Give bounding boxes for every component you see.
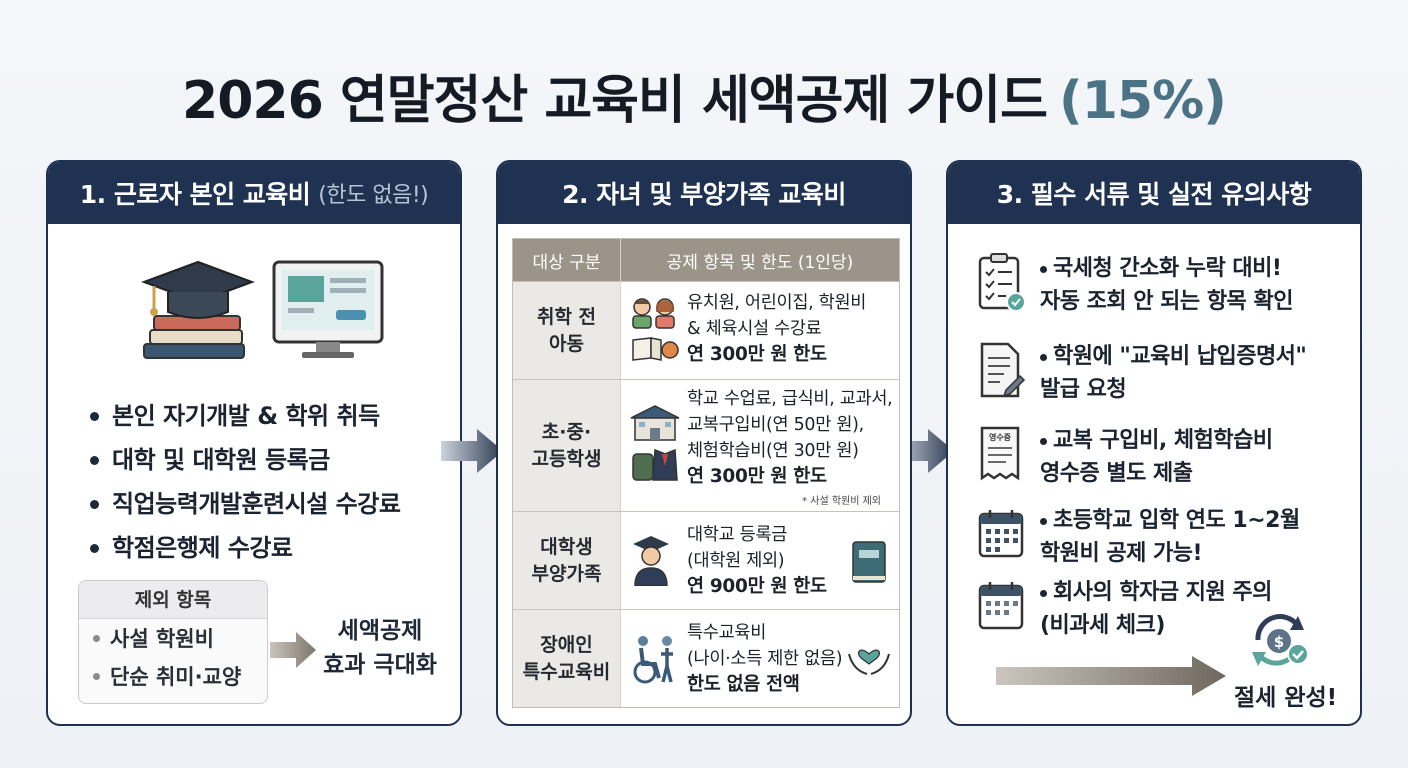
school-uniform-icon [630, 405, 680, 481]
graduation-books-computer-icon [141, 260, 384, 359]
tip-item: 학원에 "교육비 납입증명서" 발급 요청 [976, 340, 1307, 406]
page-title: 2026 연말정산 교육비 세액공제 가이드(15%) [0, 58, 1408, 133]
exclusion-item: 사설 학원비 [79, 619, 267, 657]
card2-title: 2. 자녀 및 부양가족 교육비 [562, 180, 846, 209]
card-dependents-education: 2. 자녀 및 부양가족 교육비 대상 구분 공제 항목 및 한도 (1인당) … [496, 160, 912, 726]
title-accent: (15%) [1058, 71, 1227, 131]
list-item: 대학 및 대학원 등록금 [90, 438, 400, 482]
card2-header: 2. 자녀 및 부양가족 교육비 [498, 162, 910, 224]
row-note: * 사설 학원비 제외 [802, 496, 881, 507]
title-main: 2026 연말정산 교육비 세액공제 가이드 [182, 71, 1048, 131]
book-icon [852, 541, 886, 583]
list-item: 직업능력개발훈련시설 수강료 [90, 482, 401, 526]
receipt-icon: 영수증 [980, 426, 1020, 481]
svg-text:$: $ [1274, 633, 1284, 651]
arrow-right-icon [996, 656, 1226, 696]
tip-item: 국세청 간소화 누락 대비! 자동 조회 안 되는 항목 확인 [976, 252, 1293, 318]
card3-header: 3. 필수 서류 및 실전 유의사항 [948, 162, 1360, 224]
tip-item: 회사의 학자금 지원 주의 (비과세 체크) [976, 576, 1272, 642]
row-detail: 학교 수업료, 급식비, 교과서, 교복구입비(연 50만 원), 체험학습비(… [621, 380, 899, 511]
calendar-icon [978, 582, 1024, 630]
heart-hands-icon [848, 649, 890, 675]
calendar-icon [978, 510, 1024, 558]
list-item: 본인 자기개발 & 학위 취득 [90, 394, 400, 438]
table-header: 대상 구분 공제 항목 및 한도 (1인당) [513, 239, 899, 281]
document-icon [980, 342, 1026, 398]
graduate-icon [633, 536, 669, 586]
card3-title: 3. 필수 서류 및 실전 유의사항 [996, 180, 1312, 209]
exclusion-title: 제외 항목 [79, 581, 267, 619]
card-self-education: 1. 근로자 본인 교육비 (한도 없음!) 본인 자기개발 & 학위 취득 대… [46, 160, 462, 726]
exclusion-result: 세액공제 효과 극대화 [323, 618, 437, 678]
row-detail: 특수교육비 (나이·소득 제한 없음) 한도 없음 전액 [621, 610, 899, 707]
accessibility-icon [633, 636, 673, 684]
arrow-right-icon [892, 429, 954, 473]
card1-header: 1. 근로자 본인 교육비 (한도 없음!) [48, 162, 460, 224]
tip-item: 초등학교 입학 연도 1~2월 학원비 공제 가능! [976, 504, 1300, 570]
list-item: 학점은행제 수강료 [90, 526, 400, 570]
final-message: 절세 완성! [1234, 685, 1338, 711]
card1-title: 1. 근로자 본인 교육비 [79, 180, 311, 209]
card-documents-tips: 3. 필수 서류 및 실전 유의사항 국세청 간소화 누락 대비! 자동 조회 … [946, 160, 1362, 726]
arrow-right-icon [441, 429, 503, 473]
exclusion-item: 단순 취미·교양 [79, 657, 267, 695]
arrow-right-icon [270, 632, 316, 668]
exclusion-box: 제외 항목 사설 학원비 단순 취미·교양 [78, 580, 268, 704]
checklist-icon [978, 253, 1026, 312]
table-header-items: 공제 항목 및 한도 (1인당) [666, 252, 854, 273]
money-cycle-icon: $ [1252, 614, 1309, 666]
row-detail: 유치원, 어린이집, 학원비 & 체육시설 수강료 연 300만 원 한도 [621, 282, 899, 379]
row-target: 초·중·고등학생 [513, 380, 621, 511]
row-detail: 대학교 등록금 (대학원 제외) 연 900만 원 한도 [621, 512, 899, 609]
svg-text:영수증: 영수증 [989, 432, 1012, 442]
table-row: 초·중·고등학생 학교 수업료, 급식비, 교과서, 교복구입비(연 50만 원… [513, 379, 899, 511]
card1-subtitle: (한도 없음!) [318, 183, 429, 208]
table-header-target: 대상 구분 [513, 239, 621, 281]
self-education-list: 본인 자기개발 & 학위 취득 대학 및 대학원 등록금 직업능력개발훈련시설 … [90, 394, 401, 570]
children-icon [632, 298, 679, 361]
tip-item: 영수증 교복 구입비, 체험학습비 영수증 별도 제출 [976, 424, 1273, 490]
